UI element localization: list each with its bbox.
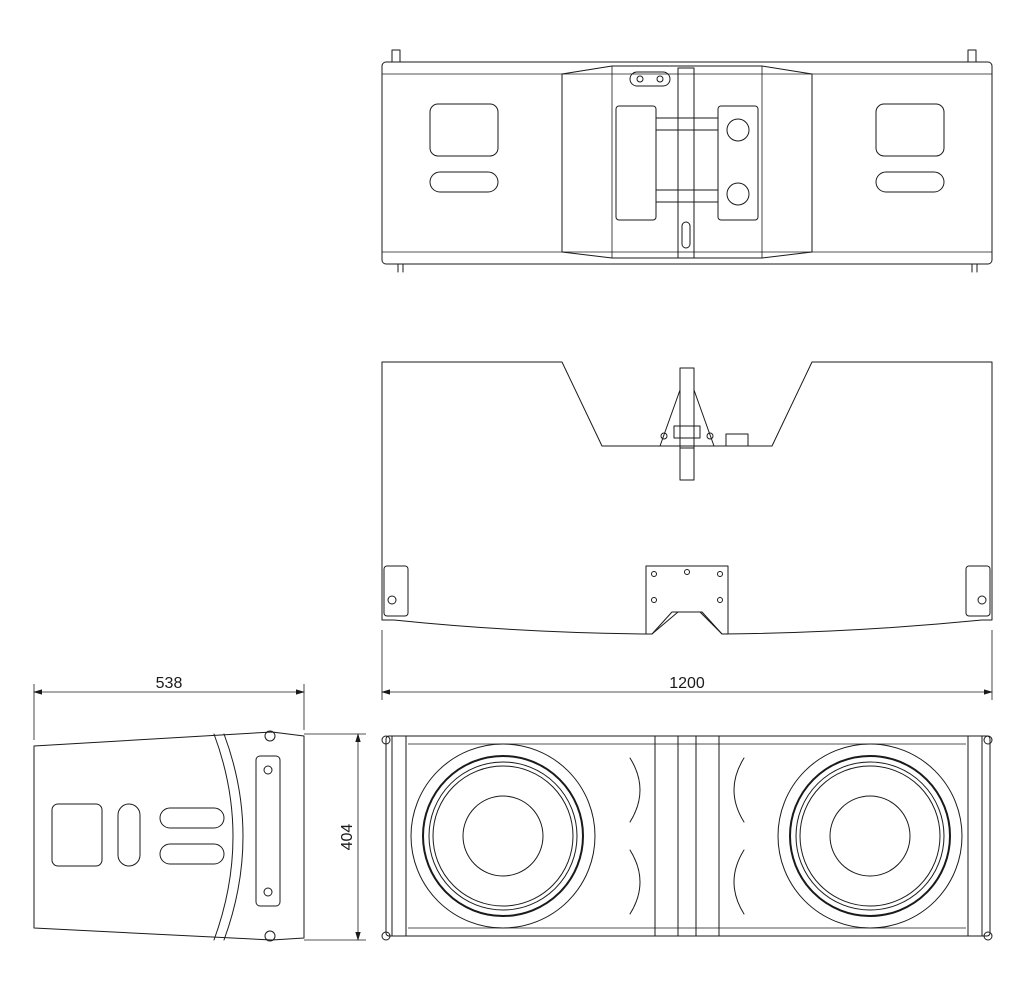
top-right-handle-recess	[875, 103, 945, 157]
top-left-handle-recess	[429, 103, 499, 157]
dimension-lines	[33, 630, 993, 941]
top-view	[381, 49, 993, 273]
width-dimension-label: 1200	[669, 675, 705, 692]
depth-dimension-label: 538	[156, 675, 183, 692]
height-dimension-label: 404	[339, 824, 356, 851]
side-view	[33, 730, 305, 942]
front-view	[381, 735, 993, 941]
rear-view	[381, 361, 993, 635]
